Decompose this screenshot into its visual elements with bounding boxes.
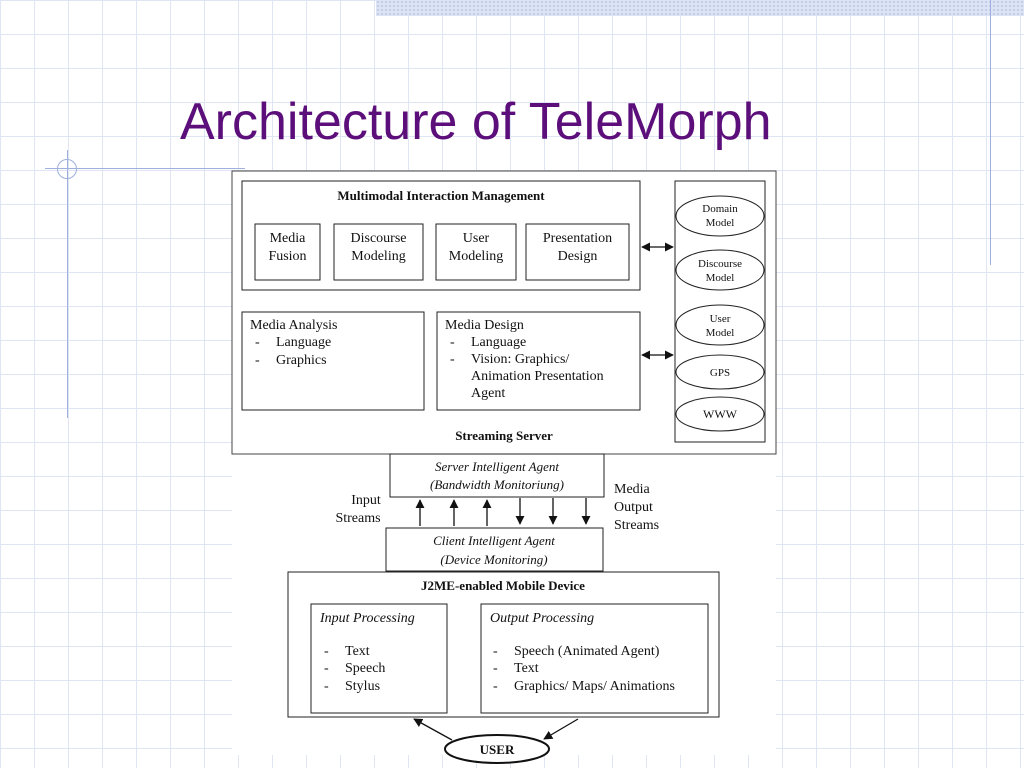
presentation-design-line-1: Presentation <box>543 231 612 246</box>
output-processing-title: Output Processing <box>490 611 594 626</box>
output-streams-line-1: Media <box>614 482 651 497</box>
presentation-design-line-2: Design <box>558 249 598 264</box>
gps-ellipse <box>675 354 765 390</box>
domain-model-line-1: Domain <box>702 203 738 215</box>
input-processing-item-2: Speech <box>345 661 385 676</box>
output-processing-bullet-2: - <box>493 661 498 676</box>
domain-model-ellipse <box>675 195 765 237</box>
user-model-ellipse <box>675 304 765 346</box>
slide-title: Architecture of TeleMorph <box>180 93 772 151</box>
discourse-model-ellipse <box>675 249 765 291</box>
media-analysis-bullet-2: - <box>255 353 260 368</box>
discourse-model-line-1: Discourse <box>698 258 742 270</box>
server-agent-box <box>389 453 605 498</box>
output-streams-line-3: Streams <box>614 518 659 533</box>
right-decor-line <box>990 0 991 265</box>
discourse-modeling-line-2: Modeling <box>351 249 405 264</box>
media-design-item-2: Vision: Graphics/ <box>471 352 569 367</box>
output-processing-item-3: Graphics/ Maps/ Animations <box>514 679 675 694</box>
server-agent-line-2: (Bandwidth Monitoriung) <box>430 477 564 492</box>
media-design-item-3: Animation Presentation <box>471 369 604 384</box>
discourse-modeling-box <box>333 223 424 281</box>
media-analysis-item-1: Language <box>276 335 331 350</box>
media-analysis-box <box>241 311 425 411</box>
input-processing-box <box>310 603 448 714</box>
media-design-box <box>436 311 641 411</box>
output-processing-item-1: Speech (Animated Agent) <box>514 644 660 659</box>
media-fusion-line-2: Fusion <box>268 249 306 264</box>
title-underline-decor <box>45 168 245 169</box>
input-processing-bullet-1: - <box>324 644 329 659</box>
output-processing-item-2: Text <box>514 661 539 676</box>
input-processing-bullet-2: - <box>324 661 329 676</box>
mim-title: Multimodal Interaction Management <box>337 188 545 203</box>
media-design-bullet-2: - <box>450 352 455 367</box>
output-processing-bullet-3: - <box>493 679 498 694</box>
user-model-line-2: Model <box>706 327 735 339</box>
left-decor-line <box>67 150 68 418</box>
output-user-arrow <box>543 718 579 740</box>
presentation-design-box <box>525 223 630 281</box>
discourse-modeling-line-1: Discourse <box>351 231 407 246</box>
streaming-server-label: Streaming Server <box>455 428 553 443</box>
input-processing-item-1: Text <box>345 644 370 659</box>
input-processing-title: Input Processing <box>319 611 415 626</box>
www-label: WWW <box>703 407 738 421</box>
server-agent-line-1: Server Intelligent Agent <box>435 459 559 474</box>
media-analysis-bullet-1: - <box>255 335 260 350</box>
domain-model-line-2: Model <box>706 217 735 229</box>
user-modeling-line-2: Modeling <box>449 249 503 264</box>
media-design-item-1: Language <box>471 335 526 350</box>
client-agent-line-2: (Device Monitoring) <box>440 552 547 567</box>
decor-circle <box>57 159 77 179</box>
user-input-arrow <box>413 718 453 741</box>
discourse-model-line-2: Model <box>706 272 735 284</box>
input-processing-bullet-3: - <box>324 679 329 694</box>
user-model-line-1: User <box>710 313 731 325</box>
client-agent-box <box>385 527 604 572</box>
input-streams-line-1: Input <box>351 493 381 508</box>
user-label: USER <box>480 742 515 757</box>
user-modeling-line-1: User <box>463 231 490 246</box>
media-design-title: Media Design <box>445 318 524 333</box>
input-streams-line-2: Streams <box>335 511 380 526</box>
gps-label: GPS <box>710 367 730 379</box>
media-design-bullet-1: - <box>450 335 455 350</box>
top-decor-band <box>376 0 1024 16</box>
input-processing-item-3: Stylus <box>345 679 380 694</box>
media-fusion-box <box>254 223 321 281</box>
output-processing-box <box>480 603 709 714</box>
user-ellipse <box>444 734 550 764</box>
mobile-device-title: J2ME-enabled Mobile Device <box>421 578 585 593</box>
output-processing-bullet-1: - <box>493 644 498 659</box>
media-design-item-4: Agent <box>471 386 505 401</box>
client-agent-line-1: Client Intelligent Agent <box>433 533 555 548</box>
user-modeling-box <box>435 223 517 281</box>
output-streams-line-2: Output <box>614 500 653 515</box>
media-fusion-line-1: Media <box>270 231 307 246</box>
media-analysis-title: Media Analysis <box>250 318 338 333</box>
media-analysis-item-2: Graphics <box>276 353 327 368</box>
www-ellipse <box>675 396 765 432</box>
